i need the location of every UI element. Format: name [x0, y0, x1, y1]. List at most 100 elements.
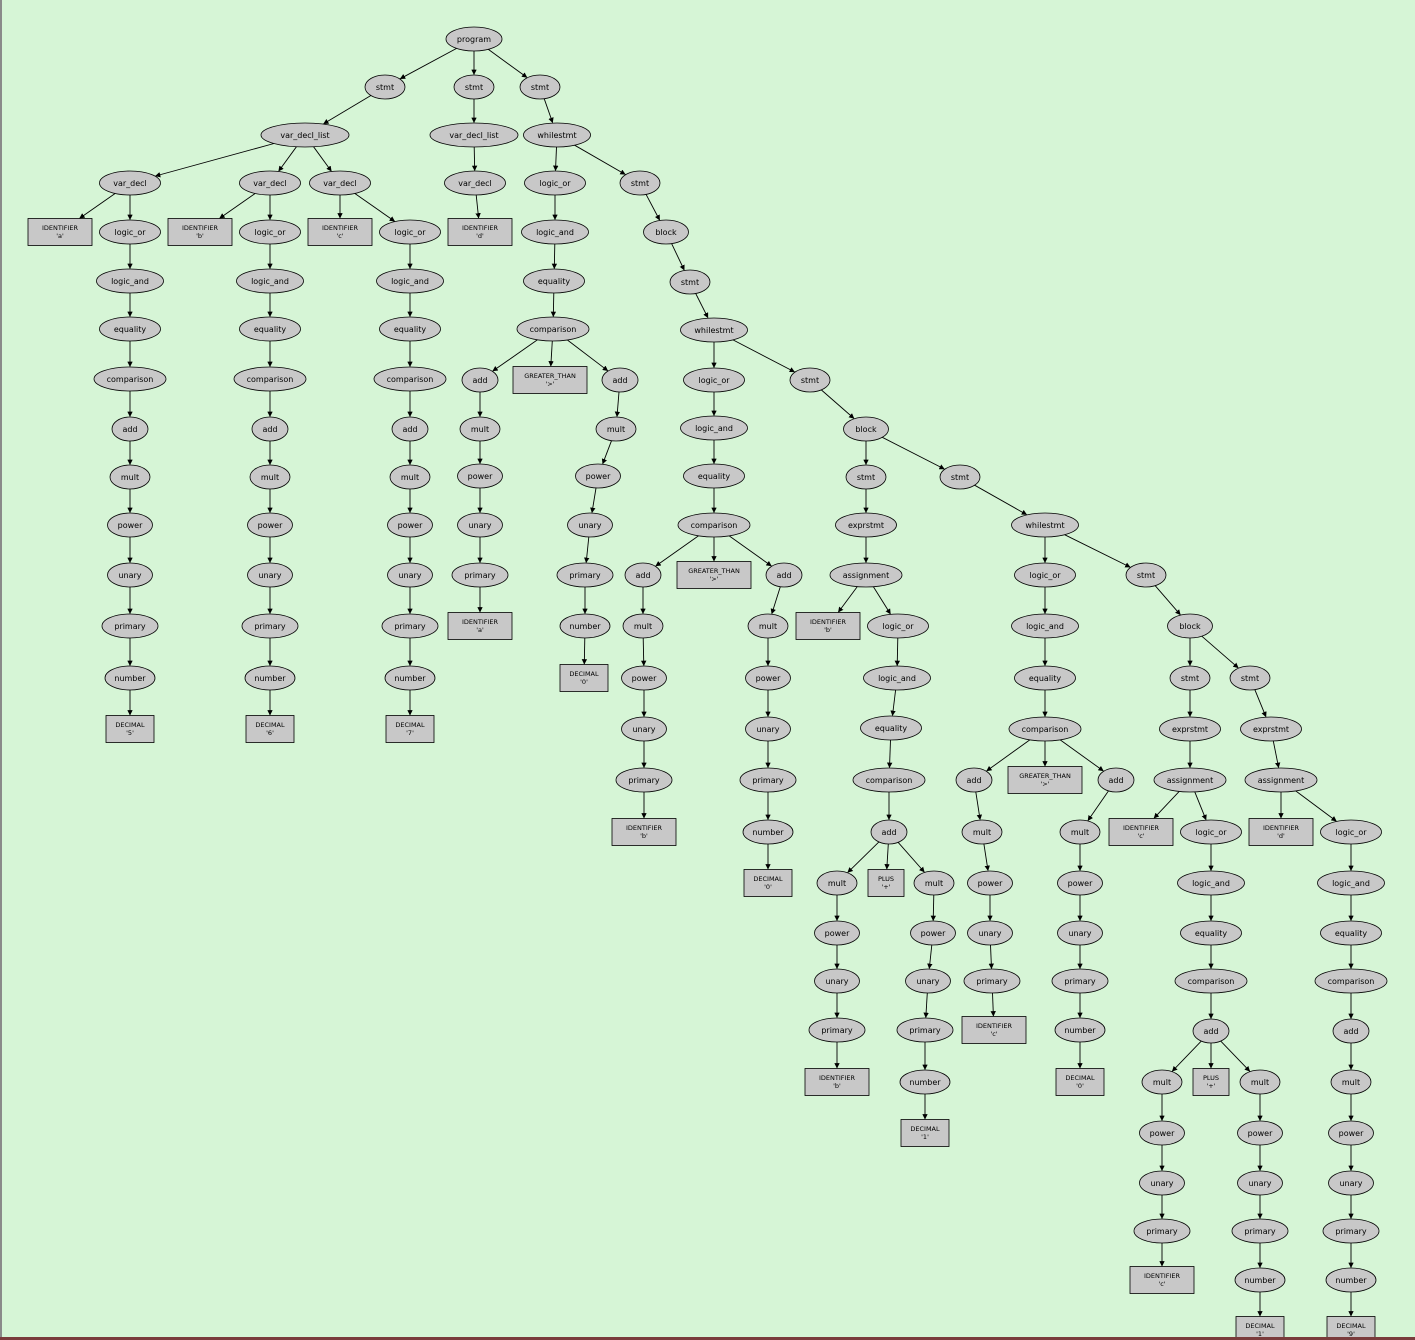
node-primary: primary [1133, 1218, 1191, 1244]
node-label: GREATER_THAN'>' [1019, 772, 1071, 788]
node-power: power [387, 512, 433, 538]
node-shape [816, 870, 858, 896]
node-equality: equality [1014, 665, 1076, 691]
node-shape [104, 665, 156, 691]
node-decimal: DECIMAL'9' [1326, 1316, 1376, 1340]
node-label: whilestmt [694, 326, 733, 335]
node-shape [621, 716, 667, 742]
node-label: unary [118, 571, 141, 580]
node-shape [559, 613, 611, 639]
node-shape [575, 463, 621, 489]
node-shape [249, 464, 291, 490]
node-shape [1234, 1267, 1286, 1293]
edge-n47-n55 [882, 436, 945, 470]
edge-n13-n22 [645, 194, 660, 221]
node-label: assignment [1167, 776, 1214, 785]
edge-n132-n138 [988, 944, 994, 970]
node-identifier: IDENTIFIER'a' [447, 612, 513, 640]
node-add: add [1192, 1018, 1230, 1044]
node-label: number [1064, 1026, 1096, 1035]
node-add: add [1332, 1018, 1370, 1044]
tree-edges [79, 48, 1354, 1317]
edge-n4-n7 [543, 98, 554, 124]
node-shape [99, 170, 161, 196]
node-label: GREATER_THAN'>' [688, 567, 740, 583]
node-decimal: DECIMAL'5' [105, 715, 155, 743]
node-label: power [398, 521, 423, 530]
node-shape [1139, 1120, 1185, 1146]
node-label: number [569, 622, 601, 631]
node-label: stmt [681, 278, 699, 287]
node-shape [867, 613, 929, 639]
edge-n7-n13 [574, 144, 626, 175]
node-shape [595, 416, 637, 442]
node-shape [1180, 819, 1242, 845]
node-label: var_decl [113, 179, 147, 188]
node-shape [457, 512, 503, 538]
edge-n9-n16 [219, 193, 256, 219]
node-label: logic_or [395, 228, 427, 237]
node-shape [1059, 819, 1101, 845]
edge-n111-n119 [1194, 791, 1207, 821]
node-shape [814, 968, 860, 994]
node-label: IDENTIFIER'c' [976, 1022, 1013, 1038]
node-label: DECIMAL'0' [753, 875, 783, 891]
node-shape [1057, 870, 1103, 896]
node-label: logic_and [1332, 879, 1370, 888]
node-shape [1237, 1120, 1283, 1146]
node-shape [845, 464, 887, 490]
edge-n102-n108 [986, 739, 1031, 772]
node-logic-or: logic_or [379, 219, 441, 245]
node-label: logic_or [255, 228, 287, 237]
node-shape [99, 219, 161, 245]
node-label: power [921, 929, 946, 938]
edge-n138-n144 [990, 992, 996, 1017]
node-shape [905, 968, 951, 994]
node-label: unary [258, 571, 281, 580]
node-shape [913, 870, 955, 896]
edge-n1-n4 [487, 48, 528, 78]
node-primary: primary [1231, 1218, 1289, 1244]
node-label: program [457, 35, 491, 44]
node-label: equality [538, 277, 571, 286]
node-primary: primary [241, 613, 299, 639]
node-label: DECIMAL'7' [395, 721, 425, 737]
node-shape [1235, 1316, 1285, 1340]
node-identifier: IDENTIFIER'b' [611, 818, 677, 846]
node-label: add [262, 425, 277, 434]
node-var-decl: var_decl [309, 170, 371, 196]
node-label: power [632, 674, 657, 683]
node-label: add [402, 425, 417, 434]
node-mult: mult [389, 464, 431, 490]
node-primary: primary [963, 968, 1021, 994]
node-logic-and: logic_and [1317, 870, 1385, 896]
node-shape [1054, 1017, 1106, 1043]
node-shape [619, 170, 661, 196]
node-equality: equality [1320, 920, 1382, 946]
node-block: block [643, 219, 689, 245]
edge-n108-n116 [975, 791, 983, 821]
node-label: stmt [1241, 674, 1259, 683]
node-label: exprstmt [1253, 725, 1289, 734]
edge-n95-n104 [1254, 689, 1267, 718]
node-var-decl: var_decl [99, 170, 161, 196]
node-shape [1167, 613, 1213, 639]
node-shape [101, 613, 159, 639]
node-unary: unary [814, 968, 860, 994]
node-label: primary [752, 776, 784, 785]
node-shape [867, 869, 905, 897]
node-shape [451, 562, 509, 588]
node-identifier: IDENTIFIER'c' [1129, 1266, 1195, 1294]
node-shape [643, 219, 689, 245]
node-unary: unary [745, 716, 791, 742]
node-label: unary [578, 521, 601, 530]
node-shape [1328, 1120, 1374, 1146]
node-label: PLUS'+' [1203, 1074, 1219, 1090]
node-add: add [765, 562, 803, 588]
edge-n32-n40 [732, 339, 795, 373]
edge-n74-n85 [1154, 585, 1181, 616]
node-shape [739, 767, 797, 793]
node-logic-and: logic_and [863, 665, 931, 691]
node-shape [1057, 920, 1103, 946]
node-greater-than: GREATER_THAN'>' [676, 561, 752, 589]
